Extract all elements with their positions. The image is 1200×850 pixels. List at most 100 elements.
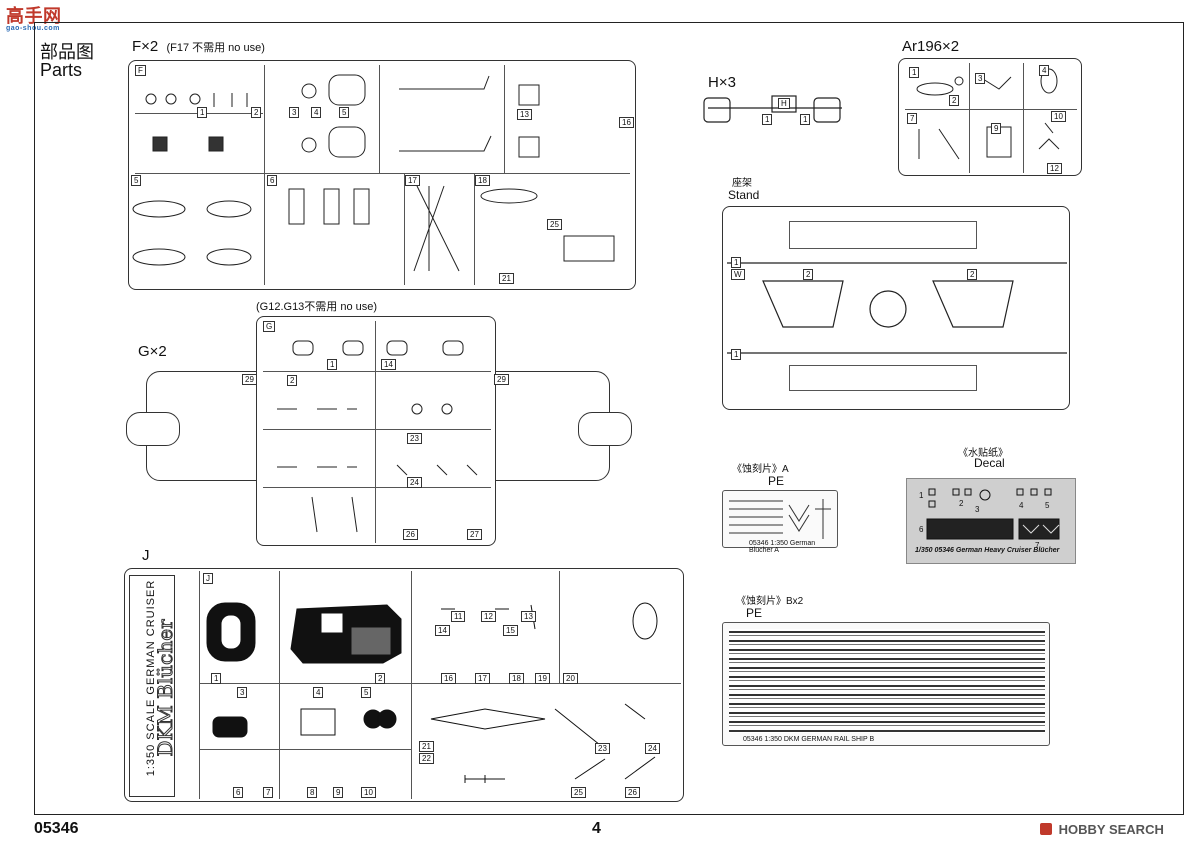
stand-label-cn: 座架	[732, 178, 752, 189]
sprue-j-label: J	[142, 547, 150, 564]
part-number: 16	[619, 117, 634, 128]
part-number: 2	[967, 269, 978, 280]
part-number: 1	[197, 107, 208, 118]
part-number: 1	[327, 359, 338, 370]
sprue-f-divider	[474, 173, 475, 285]
ar196-divider	[905, 109, 1077, 110]
sprue-g-divider	[263, 429, 491, 430]
sprue-f-letter: F	[135, 65, 146, 76]
pe-a-parts-drawing	[729, 499, 831, 539]
pe-a-label-cn: 《蚀刻片》A	[732, 464, 789, 475]
sprue-ar196: 1 2 3 4 7 9 10 12	[898, 58, 1082, 176]
part-number: 7	[907, 113, 918, 124]
pe-a-label-en: PE	[768, 474, 785, 488]
decal-number: 4	[1019, 501, 1024, 510]
sprue-f-divider	[504, 65, 505, 173]
part-number: 6	[267, 175, 278, 186]
sprue-j-divider	[199, 749, 411, 750]
part-number: 21	[499, 273, 514, 284]
part-number: 2	[375, 673, 386, 684]
part-number: 14	[381, 359, 396, 370]
part-number: 1	[762, 114, 773, 125]
footer-page-number: 4	[592, 820, 601, 837]
decal-number: 2	[959, 499, 964, 508]
sprue-f-divider	[135, 173, 630, 174]
part-number: 8	[307, 787, 318, 798]
part-number: 27	[467, 529, 482, 540]
footer-logo-text: HOBBY SEARCH	[1058, 822, 1164, 837]
sprue-f-divider	[264, 65, 265, 285]
sprue-g-end-left	[126, 412, 180, 446]
part-number: 3	[975, 73, 986, 84]
part-number: 10	[1051, 111, 1066, 122]
watermark-url: gao-shou.com	[6, 25, 60, 32]
sprue-g-end-right	[578, 412, 632, 446]
part-number: 5	[361, 687, 372, 698]
part-number: 25	[571, 787, 586, 798]
sprue-j: 1:350 SCALE GERMAN CRUISER DKM Blücher J…	[124, 568, 684, 802]
part-number: 3	[237, 687, 248, 698]
sprue-g-divider	[263, 487, 491, 488]
part-number: 10	[361, 787, 376, 798]
pe-b-caption: 05346 1:350 DKM GERMAN RAIL SHIP B	[743, 736, 875, 743]
sprue-w-letter: W	[731, 269, 745, 280]
sprue-j-divider	[279, 571, 280, 799]
part-number: 12	[481, 611, 496, 622]
decal-number: 1	[919, 491, 924, 500]
sprue-g: G 1 2 14 23 24 26 27	[256, 316, 496, 546]
part-number: 17	[405, 175, 420, 186]
part-number: 16	[441, 673, 456, 684]
pe-sheet-a: 05346 1:350 German Blücher A	[722, 490, 838, 554]
part-number: 25	[547, 219, 562, 230]
part-number: 29	[494, 374, 509, 385]
part-number: 1	[800, 114, 811, 125]
part-number: 9	[333, 787, 344, 798]
part-number: 21	[419, 741, 434, 752]
part-number: 4	[313, 687, 324, 698]
part-number: 2	[251, 107, 262, 118]
sprue-h-label: H×3	[708, 74, 736, 91]
part-number: 11	[451, 611, 466, 622]
part-number: 26	[403, 529, 418, 540]
ar196-divider	[969, 63, 970, 173]
part-number: 19	[535, 673, 550, 684]
watermark-logo: 高手网 gao-shou.com	[6, 2, 62, 32]
part-number: 3	[289, 107, 300, 118]
decal-number: 3	[975, 505, 980, 514]
part-number: 1	[731, 349, 742, 360]
decal-marks-drawing	[926, 488, 1060, 540]
sprue-w-stand: W 1 2 2 1	[722, 206, 1070, 410]
decal-caption: 1/350 05346 German Heavy Cruiser Blücher	[915, 547, 1060, 554]
sprue-g-letter: G	[263, 321, 276, 332]
sprue-g-note: (G12.G13不需用 no use)	[256, 301, 378, 313]
part-number: 1	[909, 67, 920, 78]
decal-label-en: Decal	[974, 456, 1005, 470]
part-number: 26	[625, 787, 640, 798]
part-number: 6	[233, 787, 244, 798]
part-number: 18	[475, 175, 490, 186]
part-number: 4	[311, 107, 322, 118]
ar196-divider	[1023, 63, 1024, 173]
pe-a-caption: 05346 1:350 German Blücher A	[749, 540, 816, 554]
part-number: 20	[563, 673, 578, 684]
sprue-g-divider	[375, 321, 376, 543]
decal-number: 5	[1045, 501, 1050, 510]
sprue-f-divider	[404, 173, 405, 285]
sprue-j-divider	[199, 571, 200, 799]
decal-sheet: 1 2 3 4 5 6 7 1/350 05346 German Heavy C…	[906, 478, 1076, 564]
pe-sheet-b: 05346 1:350 DKM GERMAN RAIL SHIP B	[722, 622, 1050, 746]
sprue-j-parts-drawing	[206, 602, 658, 783]
part-number: 5	[339, 107, 350, 118]
pe-b-rails	[729, 629, 1045, 733]
sprue-h-letter: H	[778, 98, 790, 109]
pe-b-label-en: PE	[746, 606, 763, 620]
logo-mark-icon	[1040, 823, 1052, 835]
sprue-f-note: (F17 不需用 no use)	[166, 42, 265, 54]
part-number: 29	[242, 374, 257, 385]
sprue-f-divider	[379, 65, 380, 173]
part-number: 9	[991, 123, 1002, 134]
part-number: 1	[731, 257, 742, 268]
part-number: 7	[263, 787, 274, 798]
part-number: 4	[1039, 65, 1050, 76]
footer-logo: HOBBY SEARCH	[1040, 822, 1164, 837]
